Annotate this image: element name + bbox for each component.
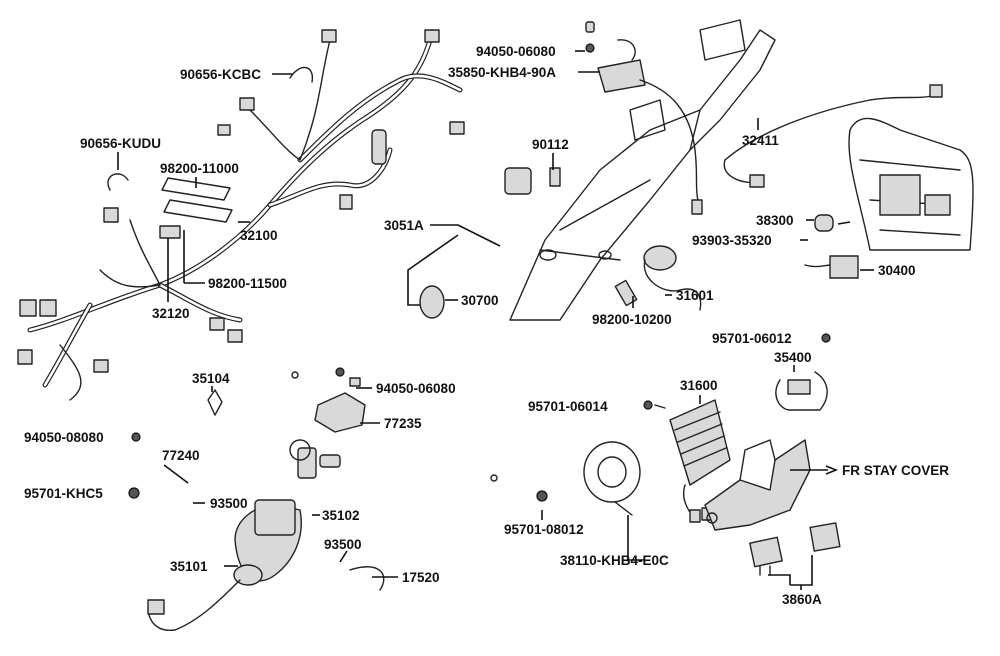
relay-38300-drawing (814, 214, 851, 232)
relay-3860a-drawing (749, 522, 841, 576)
label-17520: 17520 (402, 570, 440, 585)
stay-bracket-drawing (704, 439, 811, 531)
label-35101: 35101 (170, 559, 208, 574)
label-30400: 30400 (878, 263, 916, 278)
label-3051a: 3051A (384, 218, 424, 233)
bracket-77235-drawing (314, 367, 366, 433)
label-93903-35320: 93903-35320 (692, 233, 772, 248)
label-31600: 31600 (680, 378, 718, 393)
cable-77240-drawing (180, 371, 299, 530)
horn-38110-drawing (536, 441, 641, 516)
label-fr-stay-cover: FR STAY COVER (842, 463, 949, 478)
label-35104: 35104 (192, 371, 230, 386)
label-93500-a: 93500 (210, 496, 248, 511)
label-31601: 31601 (676, 288, 714, 303)
label-35850-khb4-90a: 35850-KHB4-90A (448, 65, 556, 80)
front-cover-drawing (848, 117, 974, 251)
label-38300: 38300 (756, 213, 794, 228)
part-labels: 90656-KCBC 90656-KUDU 98200-11000 32100 … (24, 44, 949, 607)
label-35400: 35400 (774, 350, 812, 365)
label-93500-b: 93500 (324, 537, 362, 552)
label-35102: 35102 (322, 508, 360, 523)
relay-30400-drawing (804, 255, 859, 279)
label-3860a: 3860A (782, 592, 822, 607)
ignition-switch-31601-drawing (614, 245, 702, 311)
label-94050-06080-top: 94050-06080 (476, 44, 556, 59)
part-35400-drawing (775, 333, 831, 411)
label-77240: 77240 (162, 448, 200, 463)
label-90112: 90112 (532, 137, 569, 152)
label-90656-kcbc: 90656-KCBC (180, 67, 261, 82)
wire-32411-drawing (723, 84, 943, 188)
label-98200-10200: 98200-10200 (592, 312, 672, 327)
label-32100: 32100 (240, 228, 278, 243)
lock-assembly-drawing (128, 432, 341, 632)
steering-stem-drawing (509, 19, 776, 321)
label-95701-08012: 95701-08012 (504, 522, 584, 537)
label-98200-11500: 98200-11500 (208, 276, 287, 291)
wire-harness-drawing (17, 29, 465, 401)
label-95701-06012: 95701-06012 (712, 331, 792, 346)
label-90656-kudu: 90656-KUDU (80, 136, 161, 151)
label-94050-06080-mid: 94050-06080 (376, 381, 456, 396)
label-30700: 30700 (461, 293, 499, 308)
cable-3051a-drawing (419, 167, 561, 319)
label-77235: 77235 (384, 416, 422, 431)
label-32120: 32120 (152, 306, 190, 321)
label-98200-11000: 98200-11000 (160, 161, 239, 176)
clip-35104-drawing (207, 389, 223, 416)
label-32411: 32411 (742, 133, 779, 148)
label-38110-khb4-e0c: 38110-KHB4-E0C (560, 553, 669, 568)
label-95701-06014: 95701-06014 (528, 399, 608, 414)
label-95701-khc5: 95701-KHC5 (24, 486, 103, 501)
leader-lines (117, 50, 874, 590)
label-94050-08080: 94050-08080 (24, 430, 104, 445)
